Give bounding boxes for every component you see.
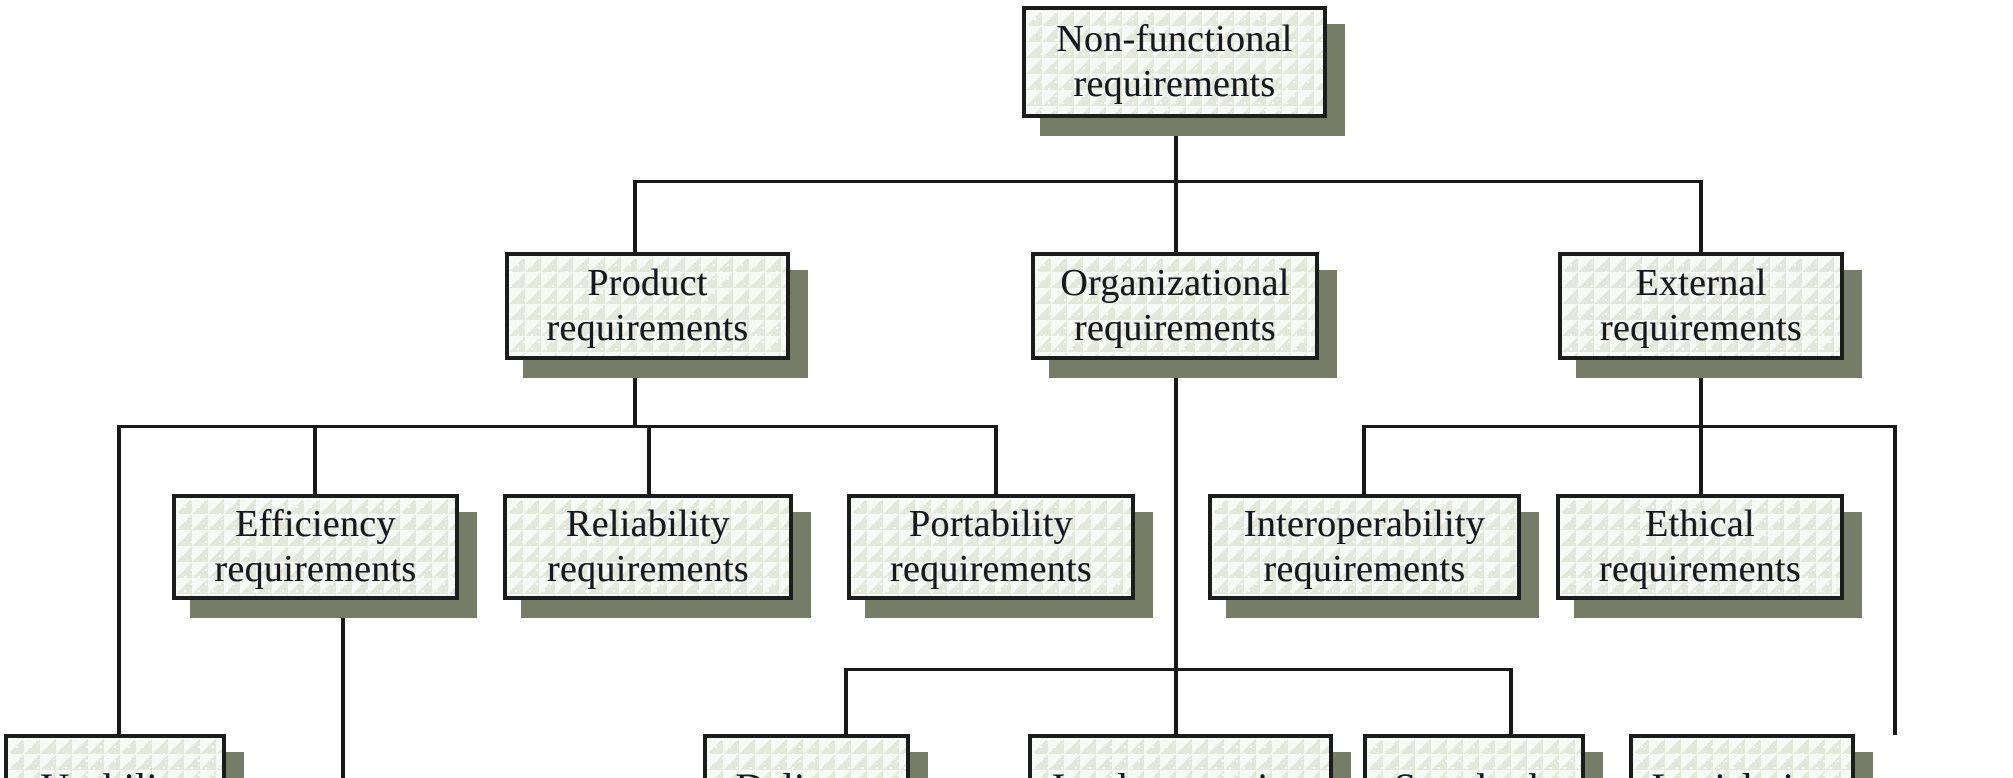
edge-root-stem	[1174, 118, 1178, 182]
node-label: Delivery	[729, 764, 883, 778]
edge-product-stem	[633, 360, 637, 428]
edge-organizational-to-delivery	[844, 668, 848, 736]
node-face: Non-functional requirements	[1022, 6, 1327, 118]
node-external-requirements[interactable]: External requirements	[1558, 252, 1862, 378]
node-ethical-requirements[interactable]: Ethical requirements	[1556, 494, 1862, 618]
node-non-functional-requirements[interactable]: Non-functional requirements	[1022, 6, 1345, 136]
edge-level1-bus	[634, 180, 1702, 183]
node-label: Implementation	[1046, 764, 1315, 778]
node-usability[interactable]: Usability	[4, 734, 244, 778]
edge-product-bus	[118, 425, 998, 428]
node-face: Product requirements	[505, 252, 790, 360]
edge-bus-to-product	[633, 180, 637, 252]
node-label: Product requirements	[546, 262, 749, 349]
node-product-requirements[interactable]: Product requirements	[505, 252, 808, 378]
edge-organizational-to-standards	[1509, 668, 1513, 736]
node-label: Reliability requirements	[547, 503, 749, 590]
node-reliability-requirements[interactable]: Reliability requirements	[503, 494, 811, 618]
edge-external-to-interoperability	[1362, 425, 1366, 497]
node-standards[interactable]: Standards	[1363, 734, 1603, 778]
node-label: External requirements	[1600, 262, 1802, 349]
node-label: Organizational requirements	[1060, 262, 1290, 349]
edge-external-bus	[1363, 425, 1897, 428]
node-label: Non-functional requirements	[1056, 18, 1293, 105]
node-face: Legislative	[1629, 734, 1855, 778]
node-delivery[interactable]: Delivery	[703, 734, 928, 778]
node-efficiency-requirements[interactable]: Efficiency requirements	[172, 494, 477, 618]
node-implementation[interactable]: Implementation	[1028, 734, 1351, 778]
node-face: Implementation	[1028, 734, 1333, 778]
node-portability-requirements[interactable]: Portability requirements	[847, 494, 1153, 618]
edge-bus-to-organizational	[1174, 180, 1178, 252]
node-face: External requirements	[1558, 252, 1844, 360]
node-label: Ethical requirements	[1599, 503, 1801, 590]
node-face: Efficiency requirements	[172, 494, 459, 600]
node-interoperability-requirements[interactable]: Interoperability requirements	[1208, 494, 1539, 618]
node-label: Legislative	[1645, 764, 1838, 778]
node-face: Organizational requirements	[1031, 252, 1319, 360]
node-legislative[interactable]: Legislative	[1629, 734, 1873, 778]
edge-organizational-stem	[1174, 360, 1178, 672]
node-face: Reliability requirements	[503, 494, 793, 600]
node-face: Usability	[4, 734, 226, 778]
edge-product-to-efficiency	[313, 425, 317, 497]
node-face: Interoperability requirements	[1208, 494, 1521, 600]
edge-efficiency-stem	[341, 600, 345, 778]
edge-product-to-portability	[994, 425, 998, 497]
node-face: Delivery	[703, 734, 910, 778]
edge-organizational-bus	[845, 668, 1513, 671]
node-label: Efficiency requirements	[214, 503, 417, 590]
node-label: Usability	[34, 764, 195, 778]
edge-external-to-legislative	[1893, 425, 1897, 735]
edge-external-to-ethical	[1699, 425, 1703, 497]
edge-bus-to-external	[1699, 180, 1703, 252]
edge-organizational-to-implementation	[1174, 668, 1178, 736]
node-label: Standards	[1388, 764, 1560, 778]
node-face: Standards	[1363, 734, 1585, 778]
edge-product-to-usability	[117, 425, 121, 735]
edge-external-stem	[1699, 360, 1703, 428]
node-label: Interoperability requirements	[1243, 503, 1486, 590]
node-face: Portability requirements	[847, 494, 1135, 600]
node-organizational-requirements[interactable]: Organizational requirements	[1031, 252, 1337, 378]
edge-product-to-reliability	[647, 425, 651, 497]
node-label: Portability requirements	[890, 503, 1092, 590]
node-face: Ethical requirements	[1556, 494, 1844, 600]
